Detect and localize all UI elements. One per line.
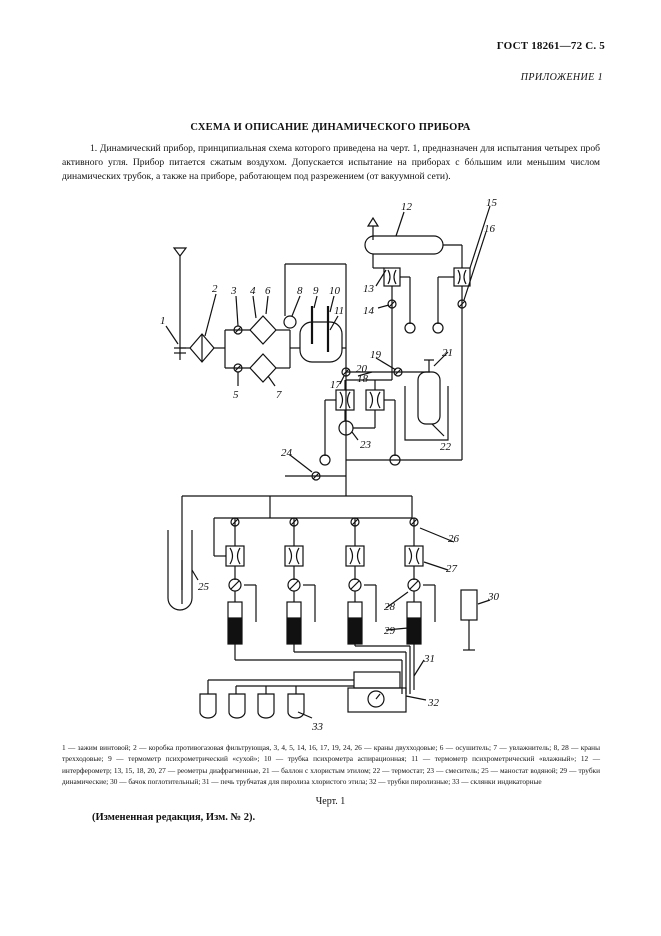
label-14: 14	[363, 305, 375, 317]
label-7: 7	[276, 389, 282, 401]
label-9: 9	[313, 285, 319, 297]
oven-panel	[347, 687, 407, 713]
label-24: 24	[281, 447, 293, 459]
appendix-label: ПРИЛОЖЕНИЕ 1	[520, 72, 603, 83]
figure-caption: Черт. 1	[315, 796, 346, 807]
indicator-flask-1	[199, 693, 217, 719]
label-23: 23	[360, 439, 372, 451]
legend: 1 — зажим винтовой; 2 — коробка противог…	[62, 742, 600, 788]
rheometer-13	[383, 267, 401, 287]
valve-14	[387, 299, 397, 309]
label-31: 31	[423, 653, 435, 665]
psychrometer-tube-10	[299, 321, 343, 363]
indicator-flask-4	[287, 693, 305, 719]
amendment-note: (Измененная редакция, Изм. № 2).	[92, 812, 256, 823]
label-8: 8	[297, 285, 303, 297]
label-10: 10	[329, 285, 341, 297]
label-3: 3	[230, 285, 237, 297]
label-15: 15	[486, 197, 498, 209]
valve-19	[393, 367, 403, 377]
label-18: 18	[357, 373, 369, 385]
label-17: 17	[330, 379, 342, 391]
label-4: 4	[250, 285, 256, 297]
three-way-valve-8	[283, 315, 297, 329]
label-21: 21	[442, 347, 453, 359]
page-header-standard: ГОСТ 18261—72 С. 5	[496, 40, 605, 52]
absorber-30	[460, 589, 478, 621]
rheometer-15	[453, 267, 471, 287]
label-16: 16	[484, 223, 496, 235]
gauge-icon	[367, 690, 385, 708]
label-29: 29	[384, 625, 396, 637]
label-1: 1	[160, 315, 166, 327]
label-27: 27	[446, 563, 458, 575]
label-19: 19	[370, 349, 382, 361]
ethyl-chloride-cylinder-21	[417, 371, 441, 425]
outlet-arrow	[366, 216, 380, 227]
label-13: 13	[363, 283, 375, 295]
legend-text: 1 — зажим винтовой; 2 — коробка противог…	[62, 743, 600, 787]
valve-16	[457, 299, 467, 309]
indicator-flask-2	[228, 693, 246, 719]
label-28: 28	[384, 601, 396, 613]
label-20: 20	[356, 363, 368, 375]
interferometer-12	[364, 235, 444, 255]
label-26: 26	[448, 533, 460, 545]
rheometer-20	[365, 389, 385, 411]
label-33: 33	[311, 721, 324, 733]
dynamic-branches	[213, 517, 436, 645]
label-30: 30	[487, 591, 500, 603]
humidifier-7	[249, 353, 277, 383]
label-2: 2	[212, 283, 218, 295]
intro-paragraph: 1. Динамический прибор, принципиальная с…	[62, 142, 600, 185]
inlet-arrow	[172, 247, 188, 257]
valve-24	[311, 471, 321, 481]
label-32: 32	[427, 697, 440, 709]
label-12: 12	[401, 201, 413, 213]
tube-oven-31	[353, 671, 401, 689]
label-22: 22	[440, 441, 452, 453]
water-manostat-25	[167, 530, 193, 611]
label-5: 5	[233, 389, 239, 401]
dryer-6	[249, 315, 277, 345]
indicator-flask-3	[257, 693, 275, 719]
intro-paragraph-text: 1. Динамический прибор, принципиальная с…	[62, 143, 600, 183]
label-25: 25	[198, 581, 210, 593]
rheometer-18	[335, 389, 355, 411]
label-11: 11	[334, 305, 344, 317]
thermostat-22	[404, 386, 449, 441]
section-title: СХЕМА И ОПИСАНИЕ ДИНАМИЧЕСКОГО ПРИБОРА	[190, 122, 471, 133]
label-6: 6	[265, 285, 271, 297]
